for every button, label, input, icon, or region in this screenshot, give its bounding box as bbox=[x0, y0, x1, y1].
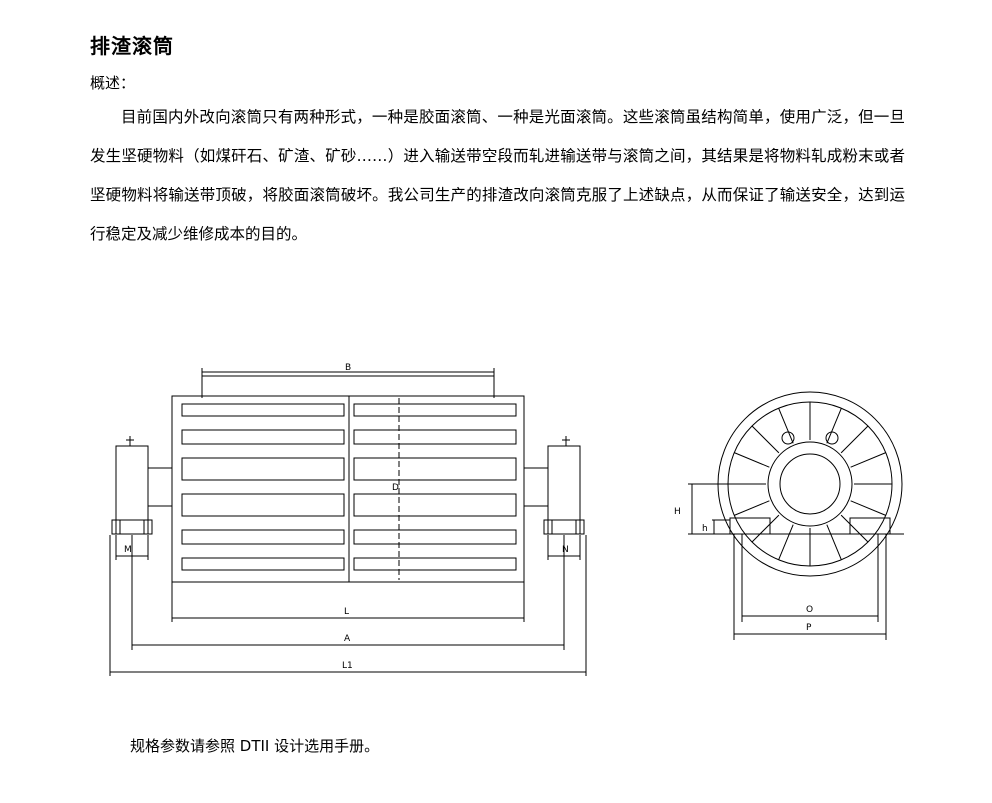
spoke-line bbox=[734, 500, 770, 516]
overview-label: 概述： bbox=[90, 74, 136, 92]
dim-label-L: L bbox=[344, 607, 349, 617]
spoke-line bbox=[826, 524, 842, 560]
dim-label-H: H bbox=[674, 507, 681, 517]
spoke-line bbox=[778, 524, 794, 560]
dim-label-O: O bbox=[806, 605, 813, 615]
spoke-line bbox=[840, 514, 869, 543]
footer-note: 规格参数请参照 DTII 设计选用手册。 bbox=[130, 737, 380, 755]
dim-label-D: D bbox=[392, 483, 399, 493]
spoke-line bbox=[751, 425, 780, 454]
dim-label-B: B bbox=[345, 363, 351, 373]
spoke-line bbox=[840, 425, 869, 454]
spoke-line bbox=[734, 452, 770, 468]
spoke-line bbox=[778, 408, 794, 444]
dimension-labels: B D M N L A L1 H h O P bbox=[124, 363, 813, 671]
front-view-drawing bbox=[109, 368, 587, 676]
dim-label-N: N bbox=[562, 545, 569, 555]
dim-label-h: h bbox=[702, 524, 708, 534]
spoke-line bbox=[850, 452, 886, 468]
technical-drawing: B D M N L A L1 H h O P bbox=[109, 363, 904, 676]
dim-label-L1: L1 bbox=[342, 661, 353, 671]
dim-label-M: M bbox=[124, 545, 132, 555]
dim-label-A: A bbox=[344, 634, 351, 644]
page-title: 排渣滚筒 bbox=[90, 34, 174, 58]
description-paragraph: 目前国内外改向滚筒只有两种形式，一种是胶面滚筒、一种是光面滚筒。这些滚筒虽结构简… bbox=[90, 108, 905, 243]
dim-label-P: P bbox=[806, 623, 812, 633]
spoke-line bbox=[751, 514, 780, 543]
spoke-line bbox=[850, 500, 886, 516]
side-view-drawing bbox=[688, 391, 904, 640]
spoke-line bbox=[826, 408, 842, 444]
